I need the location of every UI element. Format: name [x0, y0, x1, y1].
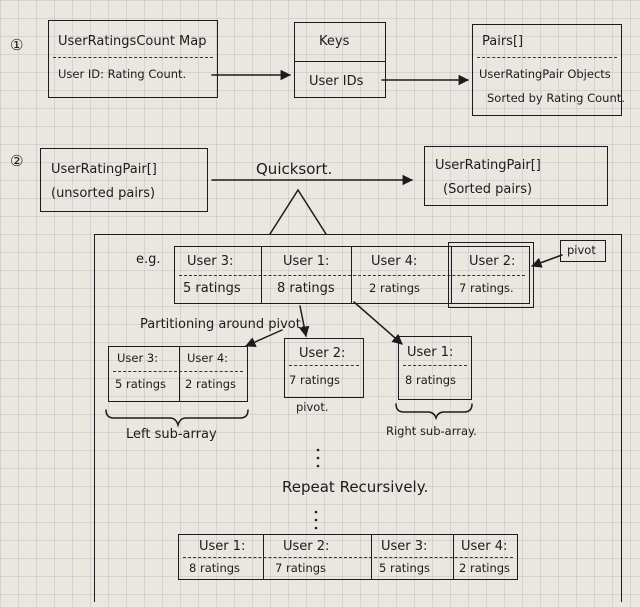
pivot-tag-label: pivot — [567, 243, 596, 257]
user-ratings-count-map-box: UserRatingsCount Map User ID: Rating Cou… — [48, 20, 218, 98]
left-cell-2-ratings: 2 ratings — [185, 377, 237, 391]
recursion-dots — [314, 448, 320, 530]
right-subarray-label: Right sub-array. — [386, 424, 477, 438]
final-cell-2-user: User 2: — [283, 539, 330, 554]
keys-box-content: User IDs — [309, 74, 364, 89]
left-subarray-brace — [105, 409, 249, 428]
initial-cell-1-user: User 3: — [187, 254, 234, 269]
unsorted-pairs-box: UserRatingPair[] (unsorted pairs) — [40, 148, 208, 212]
pivot-cell-label: pivot. — [296, 400, 329, 414]
initial-cell-4-ratings: 7 ratings. — [459, 281, 514, 295]
right-subarray-brace — [395, 403, 473, 421]
final-cell-4-user: User 4: — [461, 539, 508, 554]
pairs-box: Pairs[] UserRatingPair Objects Sorted by… — [472, 24, 625, 116]
sorted-box-line2: (Sorted pairs) — [443, 182, 533, 197]
pivot-cell: User 2: 7 ratings — [284, 338, 364, 398]
unsorted-box-line1: UserRatingPair[] — [51, 162, 157, 177]
keys-box-divider — [295, 61, 385, 62]
unsorted-box-line2: (unsorted pairs) — [51, 186, 156, 201]
pairs-box-line2: Sorted by Rating Count. — [487, 91, 625, 105]
arrow-to-left-subarray — [245, 329, 283, 347]
sorted-box-line1: UserRatingPair[] — [435, 158, 541, 173]
map-box-title: UserRatingsCount Map — [58, 34, 207, 49]
pairs-box-title: Pairs[] — [482, 34, 524, 49]
left-cell-1-user: User 3: — [117, 351, 159, 365]
initial-cell-3-ratings: 2 ratings — [369, 281, 421, 295]
quicksort-expansion-wedge — [269, 188, 327, 235]
pivot-highlight — [448, 242, 534, 308]
arrow-to-pivot-cell — [298, 305, 310, 338]
left-subarray-label: Left sub-array — [126, 427, 217, 442]
initial-cell-3-user: User 4: — [371, 254, 418, 269]
right-cell-1-ratings: 8 ratings — [405, 373, 457, 387]
right-subarray: User 1: 8 ratings — [398, 336, 472, 400]
final-cell-1-user: User 1: — [199, 539, 246, 554]
pivot-cell-user: User 2: — [299, 346, 346, 361]
final-cell-4-ratings: 2 ratings — [459, 561, 511, 575]
map-box-divider — [53, 57, 213, 58]
initial-cell-2-user: User 1: — [283, 254, 330, 269]
final-sorted-array: User 1: 8 ratings User 2: 7 ratings User… — [178, 534, 518, 580]
step-1-marker: ① — [10, 36, 24, 54]
pairs-box-line1: UserRatingPair Objects — [479, 67, 611, 81]
initial-cell-4-user: User 2: — [469, 254, 516, 269]
pivot-tag: pivot — [560, 240, 606, 262]
left-cell-1-ratings: 5 ratings — [115, 377, 167, 391]
initial-cell-2-ratings: 8 ratings — [277, 281, 335, 296]
step-2-marker: ② — [10, 152, 24, 170]
final-cell-2-ratings: 7 ratings — [275, 561, 327, 575]
example-frame — [94, 234, 622, 602]
final-cell-3-ratings: 5 ratings — [379, 561, 431, 575]
arrow-pivot-tag — [531, 254, 563, 268]
final-cell-3-user: User 3: — [381, 539, 428, 554]
eg-label: e.g. — [136, 252, 161, 267]
right-cell-1-user: User 1: — [407, 345, 454, 360]
keys-box-title: Keys — [319, 34, 350, 49]
left-cell-2-user: User 4: — [187, 351, 229, 365]
left-subarray: User 3: 5 ratings User 4: 2 ratings — [108, 346, 248, 402]
initial-cell-1-ratings: 5 ratings — [183, 281, 241, 296]
pivot-cell-ratings: 7 ratings — [289, 373, 341, 387]
arrow-to-right-subarray — [353, 301, 403, 345]
partition-label: Partitioning around pivot. — [140, 317, 305, 332]
pairs-box-divider — [477, 57, 617, 58]
repeat-recursively-label: Repeat Recursively. — [282, 478, 429, 496]
sorted-pairs-box: UserRatingPair[] (Sorted pairs) — [424, 146, 608, 206]
initial-array: User 3: 5 ratings User 1: 8 ratings User… — [174, 246, 530, 304]
final-cell-1-ratings: 8 ratings — [189, 561, 241, 575]
keys-box: Keys User IDs — [294, 22, 386, 98]
quicksort-label: Quicksort. — [256, 160, 333, 178]
map-box-content: User ID: Rating Count. — [58, 67, 187, 81]
